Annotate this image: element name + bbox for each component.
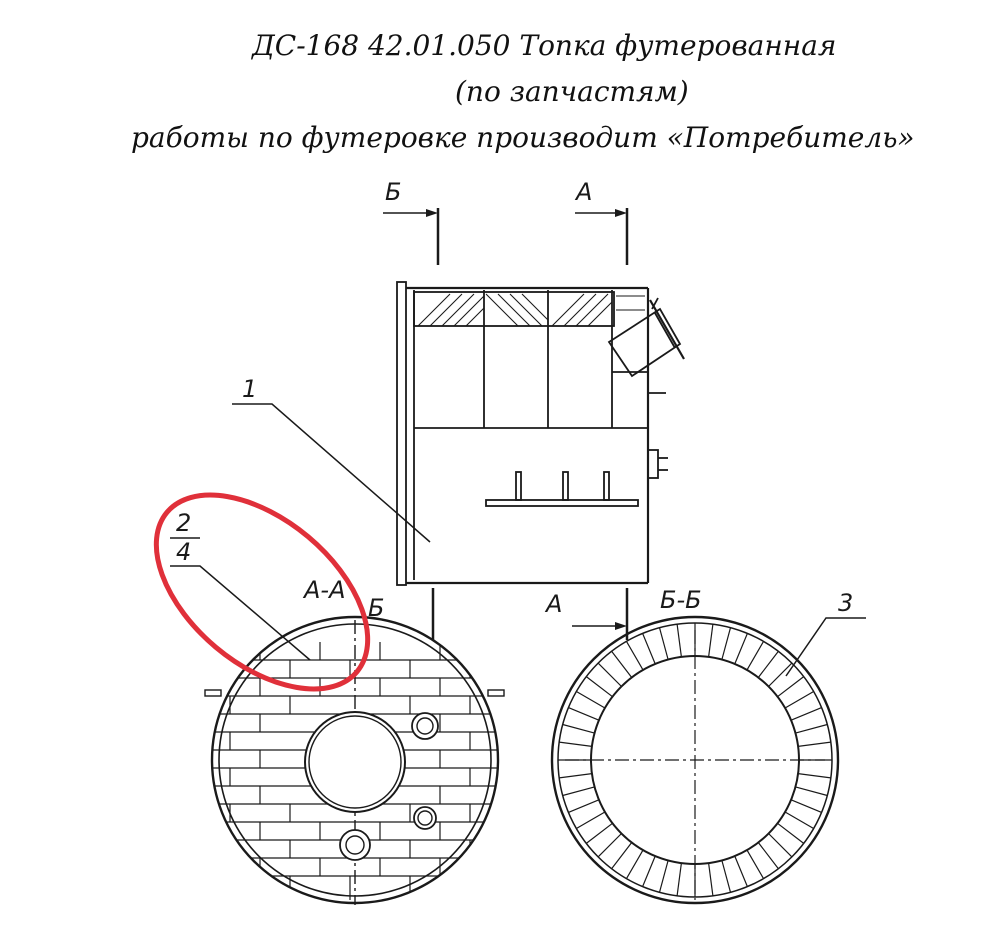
view-label-aa: А-А: [302, 576, 346, 604]
lining-block-joint: [790, 707, 822, 721]
lining-block-joint: [568, 707, 600, 721]
lining-block-joint: [562, 723, 595, 734]
lining-block-joint: [576, 811, 606, 830]
lining-block-joint: [795, 786, 828, 797]
lining-block-joint: [585, 676, 613, 698]
callout-label-4: 4: [176, 538, 191, 566]
lining-block-joint: [568, 799, 600, 813]
lining-block-joint: [768, 662, 793, 687]
red-highlight-ellipse: [153, 492, 371, 692]
lining-block-joint: [721, 627, 732, 660]
lining-block-joint: [798, 773, 831, 779]
title-line-1: ДС-168 42.01.050 Топка футерованная: [252, 29, 837, 62]
callout-label-3: 3: [838, 589, 853, 617]
lining-block-joint: [611, 650, 633, 678]
callout-leader-2-4: [170, 537, 311, 661]
lining-block-joint: [746, 849, 765, 879]
lining-block-joint: [746, 641, 765, 671]
section-bb-view: [550, 615, 840, 905]
section-aa-view: [204, 615, 505, 905]
lining-block-joint: [757, 650, 779, 678]
lining-block-joint: [676, 624, 682, 657]
section-label-a-bottom: А: [544, 590, 562, 618]
lining-block-joint: [757, 842, 779, 870]
lining-block-joint: [625, 641, 644, 671]
lining-block-joint: [777, 822, 805, 844]
lining-block-joint: [708, 624, 714, 657]
lining-block-joint: [734, 855, 748, 887]
lining-block-joint: [721, 860, 732, 893]
lining-block-joint: [625, 849, 644, 879]
callout-label-2: 2: [176, 509, 191, 537]
lining-block-joint: [798, 741, 831, 747]
lining-block-joint: [734, 633, 748, 665]
lining-block-joint: [658, 860, 669, 893]
lining-block-joint: [597, 833, 622, 858]
section-marker-b-top: [383, 208, 440, 265]
lining-block-joint: [562, 786, 595, 797]
section-marker-a-top: [575, 208, 629, 265]
section-label-b-bottom: Б: [368, 594, 384, 622]
section-label-b-top: Б: [385, 178, 401, 206]
lining-block-joint: [559, 741, 592, 747]
lining-block-joint: [585, 822, 613, 844]
lining-block-joint: [642, 855, 656, 887]
lining-block-joint: [784, 811, 814, 830]
lining-block-joint: [708, 863, 714, 896]
lining-block-joint: [784, 690, 814, 709]
lining-block-joint: [576, 690, 606, 709]
furnace-side-view: [396, 281, 685, 586]
lining-block-joint: [642, 633, 656, 665]
lining-block-joint: [559, 773, 592, 779]
lining-block-joint: [768, 833, 793, 858]
lining-block-joint: [658, 627, 669, 660]
callout-label-1: 1: [242, 375, 257, 403]
section-marker-a-bottom: [572, 588, 629, 640]
lining-block-joint: [597, 662, 622, 687]
title-line-3: работы по футеровке производит «Потребит…: [131, 121, 915, 154]
lining-block-joint: [790, 799, 822, 813]
callout-leader-1: [232, 403, 431, 543]
view-label-bb: Б-Б: [660, 586, 702, 614]
lining-block-joint: [777, 676, 805, 698]
title-line-2: (по запчастям): [455, 75, 689, 108]
lining-block-joint: [676, 863, 682, 896]
lining-block-joint: [795, 723, 828, 734]
lining-block-joint: [611, 842, 633, 870]
callout-leader-3: [785, 617, 866, 677]
section-label-a-top: А: [574, 178, 592, 206]
